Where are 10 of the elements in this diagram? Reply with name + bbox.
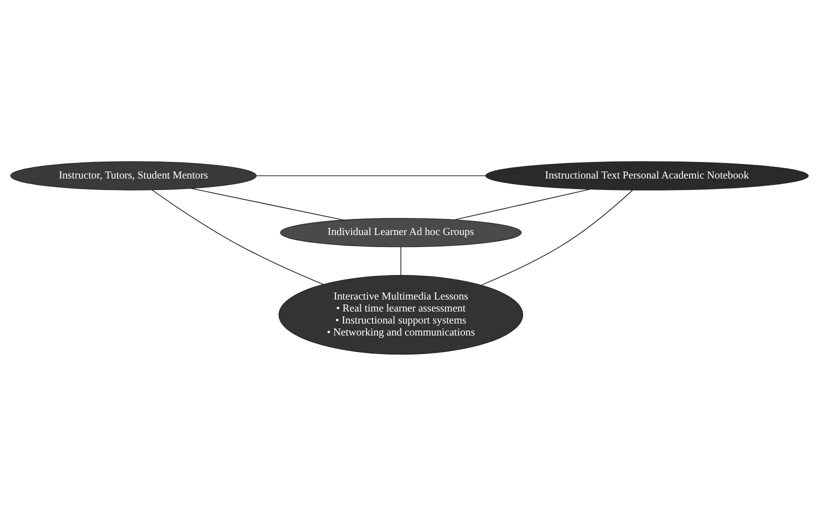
node-ellipse: Individual Learner Ad hoc Groups [280, 218, 522, 247]
connector [481, 189, 634, 285]
connector [190, 187, 344, 220]
node-ellipse: Interactive Multimedia Lessons • Real time learner assessment • Instructional support systems • Networking and communications [278, 274, 524, 354]
node-ellipse: Instructor, Tutors, Student Mentors [10, 160, 257, 190]
connector [400, 246, 402, 276]
node-ellipse: Instructional Text Personal Academic Notebook [485, 160, 809, 190]
connector [256, 174, 486, 176]
connector [454, 188, 592, 220]
connector [151, 188, 324, 284]
